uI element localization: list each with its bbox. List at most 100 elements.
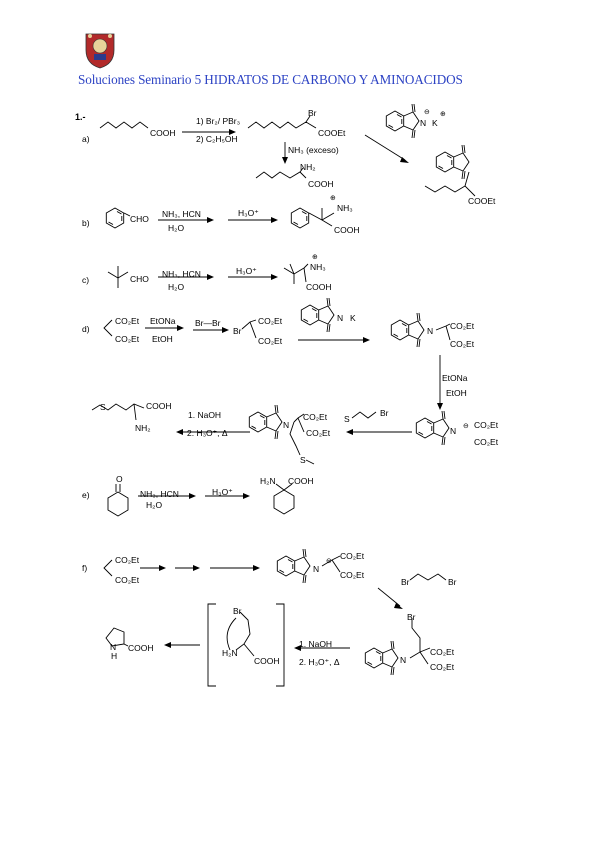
part-e-label: e) [82,490,90,500]
e-reagents-bottom: H₂O [146,500,163,510]
f-dibromide-right: Br [448,577,457,587]
f-product-h: H [111,651,118,661]
d-reagent-etoh: EtOH [152,334,173,344]
e-product-ring [273,489,295,515]
d-phth-k: K [350,313,356,323]
part-d-label: d) [82,324,90,334]
a-product2-cooh: COOH [308,179,334,189]
d-ester-bottom: CO₂Et [115,334,140,344]
f-intermediate-br: Br [233,606,242,616]
d-alkylated-phthalimide [249,405,282,439]
d-step-base-bottom: EtOH [446,388,467,398]
f-phth-n: N [313,564,320,574]
f-dibromide-left: Br [401,577,410,587]
a-step1-line2: 2) C₂H₅OH [196,134,238,144]
a-product1-br: Br [308,108,317,118]
page-title: Soluciones Seminario 5 HIDRATOS DE CARBO… [78,72,463,87]
d-halide-s: S [344,414,350,424]
f-alk-ester-bottom: CO₂Et [430,662,455,672]
d-anion-charge: ⊖ [463,423,469,430]
d-bromo-ester-bottom: CO₂Et [258,336,283,346]
d-anion-n: N [450,426,457,436]
d-ester-top: CO₂Et [115,316,140,326]
c-product-nh3: NH₃ [310,262,326,272]
f-phth-ester-bottom: CO₂Et [340,570,365,580]
f-product-n: N [110,642,117,652]
d-step-base-top: EtONa [442,373,468,383]
f-intermediate-cooh: COOH [254,656,280,666]
a-reagent-n: N [420,118,427,128]
a-reagent-neg: ⊖ [424,109,430,116]
d-reagent-phthalimide [301,298,334,332]
e-product-cooh: COOH [288,476,314,486]
b-start-benzene [105,207,125,229]
c-product-charge: ⊕ [312,254,318,261]
university-crest-icon [85,33,115,69]
d-reagent-br2: Br—Br [195,318,221,328]
c-reagents-top: NH₃, HCN [162,269,201,279]
d-product-nh2: NH₂ [135,423,151,433]
d-phthest-bottom: CO₂Et [450,339,475,349]
c-reagents-bottom: H₂O [168,282,185,292]
e-step2: H₃O⁺ [212,487,233,497]
f-alk-n: N [400,655,407,665]
d-reagent-etona: EtONa [150,316,176,326]
a-product3-cooet: COOEt [468,196,496,206]
d-anion-ester-bottom: CO₂Et [474,437,499,447]
d-phthest-n: N [427,326,434,336]
f-alk-ester-top: CO₂Et [430,647,455,657]
f-bracket-right [276,603,285,687]
b-reagents-bottom: H₂O [168,223,185,233]
f-intermediate-h2n: H₂N [222,648,238,658]
b-product-benzene [290,207,310,229]
b-product-cooh: COOH [334,225,360,235]
f-ester-bottom: CO₂Et [115,575,140,585]
f-proline-ring [105,627,125,647]
a-step2-reagent: NH₃ (exceso) [288,145,339,155]
d-alk-n: N [283,420,290,430]
a-product2-chain [255,171,307,179]
d-product-phthalimide [391,313,424,347]
f-ester-top: CO₂Et [115,555,140,565]
c-step2: H₃O⁺ [236,266,257,276]
d-hydrolysis-1: 1. NaOH [188,410,222,420]
d-bromo-br: Br [233,326,242,336]
f-alkylated-phthalimide [365,641,398,675]
b-product-charge: ⊕ [330,195,336,202]
a-reagent-pos: ⊕ [440,111,446,118]
a-product2-nh2: NH₂ [300,162,316,172]
e-reagents-top: NH₃, HCN [140,489,179,499]
a-reagent-phthalimide [386,104,419,138]
f-hydrolysis-2: 2. H₃O⁺, Δ [299,657,340,667]
part-f-label: f) [82,563,88,573]
a-step1-line1: 1) Br₂/ PBr₃ [196,116,241,126]
b-product-nh3: NH₃ [337,203,353,213]
c-start-cho: CHO [130,274,149,284]
d-anion-phthalimide [416,411,449,445]
f-phth-ester-top: CO₂Et [340,551,365,561]
d-halide-br: Br [380,408,389,418]
e-ketone-o: O [116,474,123,484]
d-bromo-ester-top: CO₂Et [258,316,283,326]
a-product1-chain [247,121,317,129]
f-alkyl-br: Br [407,612,416,622]
question-number: 1.- [75,112,86,122]
part-c-label: c) [82,275,90,285]
d-hydrolysis-2: 2. H₃O⁺, Δ [187,428,228,438]
d-alk-ester-bottom: CO₂Et [306,428,331,438]
f-product-cooh: COOH [128,643,154,653]
d-alk-s: S [300,455,306,465]
f-bracket-left [207,603,216,687]
d-alk-ester-top: CO₂Et [303,412,328,422]
f-anion-phthalimide [277,549,310,583]
b-step2: H₃O⁺ [238,208,259,218]
a-reagent-k: K [432,118,438,128]
part-a-label: a) [82,134,90,144]
part-b-label: b) [82,218,90,228]
d-product-cooh: COOH [146,401,172,411]
b-reagents-top: NH₃, HCN [162,209,201,219]
a-product1-cooet: COOEt [318,128,346,138]
e-cyclohexanone-ring [107,491,129,517]
